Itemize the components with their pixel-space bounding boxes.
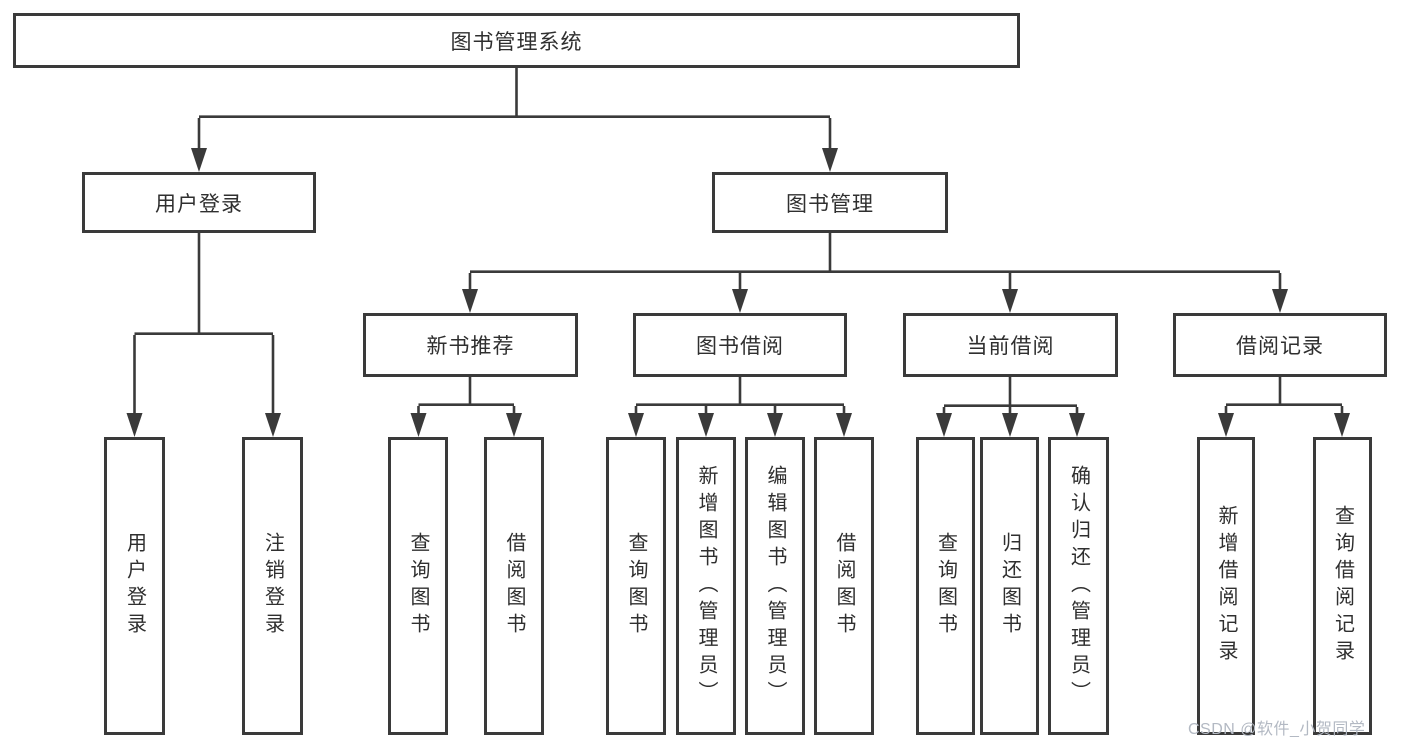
leaf-query-books-recommend: 查询图书	[388, 437, 448, 735]
node-book-management-label: 图书管理	[786, 192, 874, 216]
leaf-edit-books-admin: 编辑图书（管理员）	[745, 437, 805, 735]
leaf-confirm-return-admin: 确认归还（管理员）	[1048, 437, 1109, 735]
node-book-borrow-label: 图书借阅	[696, 335, 784, 358]
node-book-borrow: 图书借阅	[633, 313, 847, 377]
leaf-confirm-return-admin-label: 确认归还（管理员）	[1067, 464, 1090, 708]
leaf-add-borrow-record: 新增借阅记录	[1197, 437, 1255, 735]
leaf-edit-books-admin-label: 编辑图书（管理员）	[764, 464, 786, 708]
leaf-query-books-current: 查询图书	[916, 437, 975, 735]
node-borrow-records-label: 借阅记录	[1236, 335, 1324, 358]
node-root-label: 图书管理系统	[450, 30, 583, 54]
leaf-add-borrow-record-label: 新增借阅记录	[1215, 505, 1237, 667]
leaf-borrow-books-recommend-label: 借阅图书	[503, 532, 525, 640]
node-current-borrow: 当前借阅	[903, 313, 1118, 377]
node-borrow-records: 借阅记录	[1173, 313, 1387, 377]
leaf-return-books-label: 归还图书	[998, 532, 1021, 640]
leaf-user-login: 用户登录	[104, 437, 165, 735]
leaf-add-books-admin: 新增图书（管理员）	[676, 437, 736, 735]
leaf-user-login-label: 用户登录	[123, 532, 146, 640]
node-user-login: 用户登录	[82, 172, 316, 233]
leaf-return-books: 归还图书	[980, 437, 1039, 735]
watermark: CSDN @软件_小贺同学	[1188, 721, 1366, 738]
node-book-management: 图书管理	[712, 172, 948, 233]
node-root: 图书管理系统	[13, 13, 1020, 68]
leaf-borrow-books-label: 借阅图书	[833, 532, 855, 640]
node-current-borrow-label: 当前借阅	[966, 335, 1055, 358]
node-user-login-label: 用户登录	[155, 192, 243, 216]
leaf-query-books-borrow: 查询图书	[606, 437, 666, 735]
leaf-query-books-current-label: 查询图书	[934, 532, 957, 640]
leaf-borrow-books: 借阅图书	[814, 437, 874, 735]
leaf-add-books-admin-label: 新增图书（管理员）	[695, 464, 717, 708]
leaf-query-borrow-record: 查询借阅记录	[1313, 437, 1372, 735]
leaf-query-books-recommend-label: 查询图书	[407, 532, 429, 640]
leaf-logout: 注销登录	[242, 437, 303, 735]
leaf-query-books-borrow-label: 查询图书	[625, 532, 647, 640]
leaf-query-borrow-record-label: 查询借阅记录	[1331, 505, 1354, 667]
node-new-book-recommend: 新书推荐	[363, 313, 578, 377]
leaf-logout-label: 注销登录	[261, 532, 284, 640]
node-new-book-recommend-label: 新书推荐	[426, 335, 515, 358]
leaf-borrow-books-recommend: 借阅图书	[484, 437, 544, 735]
